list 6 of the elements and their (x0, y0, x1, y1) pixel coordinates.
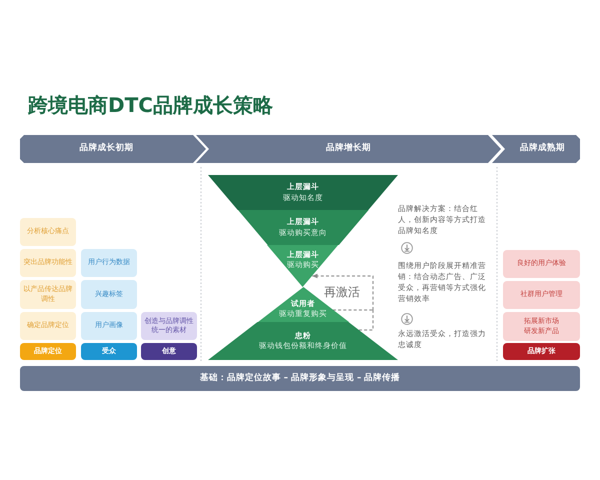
phase-title: 品牌增长期 (326, 143, 371, 154)
phase-title: 品牌成熟期 (520, 143, 565, 154)
dashed-line (358, 310, 374, 330)
foundation-bar: 基础：品牌定位故事 – 品牌形象与呈现 – 品牌传播 (20, 366, 580, 391)
diagram-title: 跨境电商DTC品牌成长策略 (28, 93, 273, 117)
phase-title: 品牌成长初期 (80, 143, 134, 154)
